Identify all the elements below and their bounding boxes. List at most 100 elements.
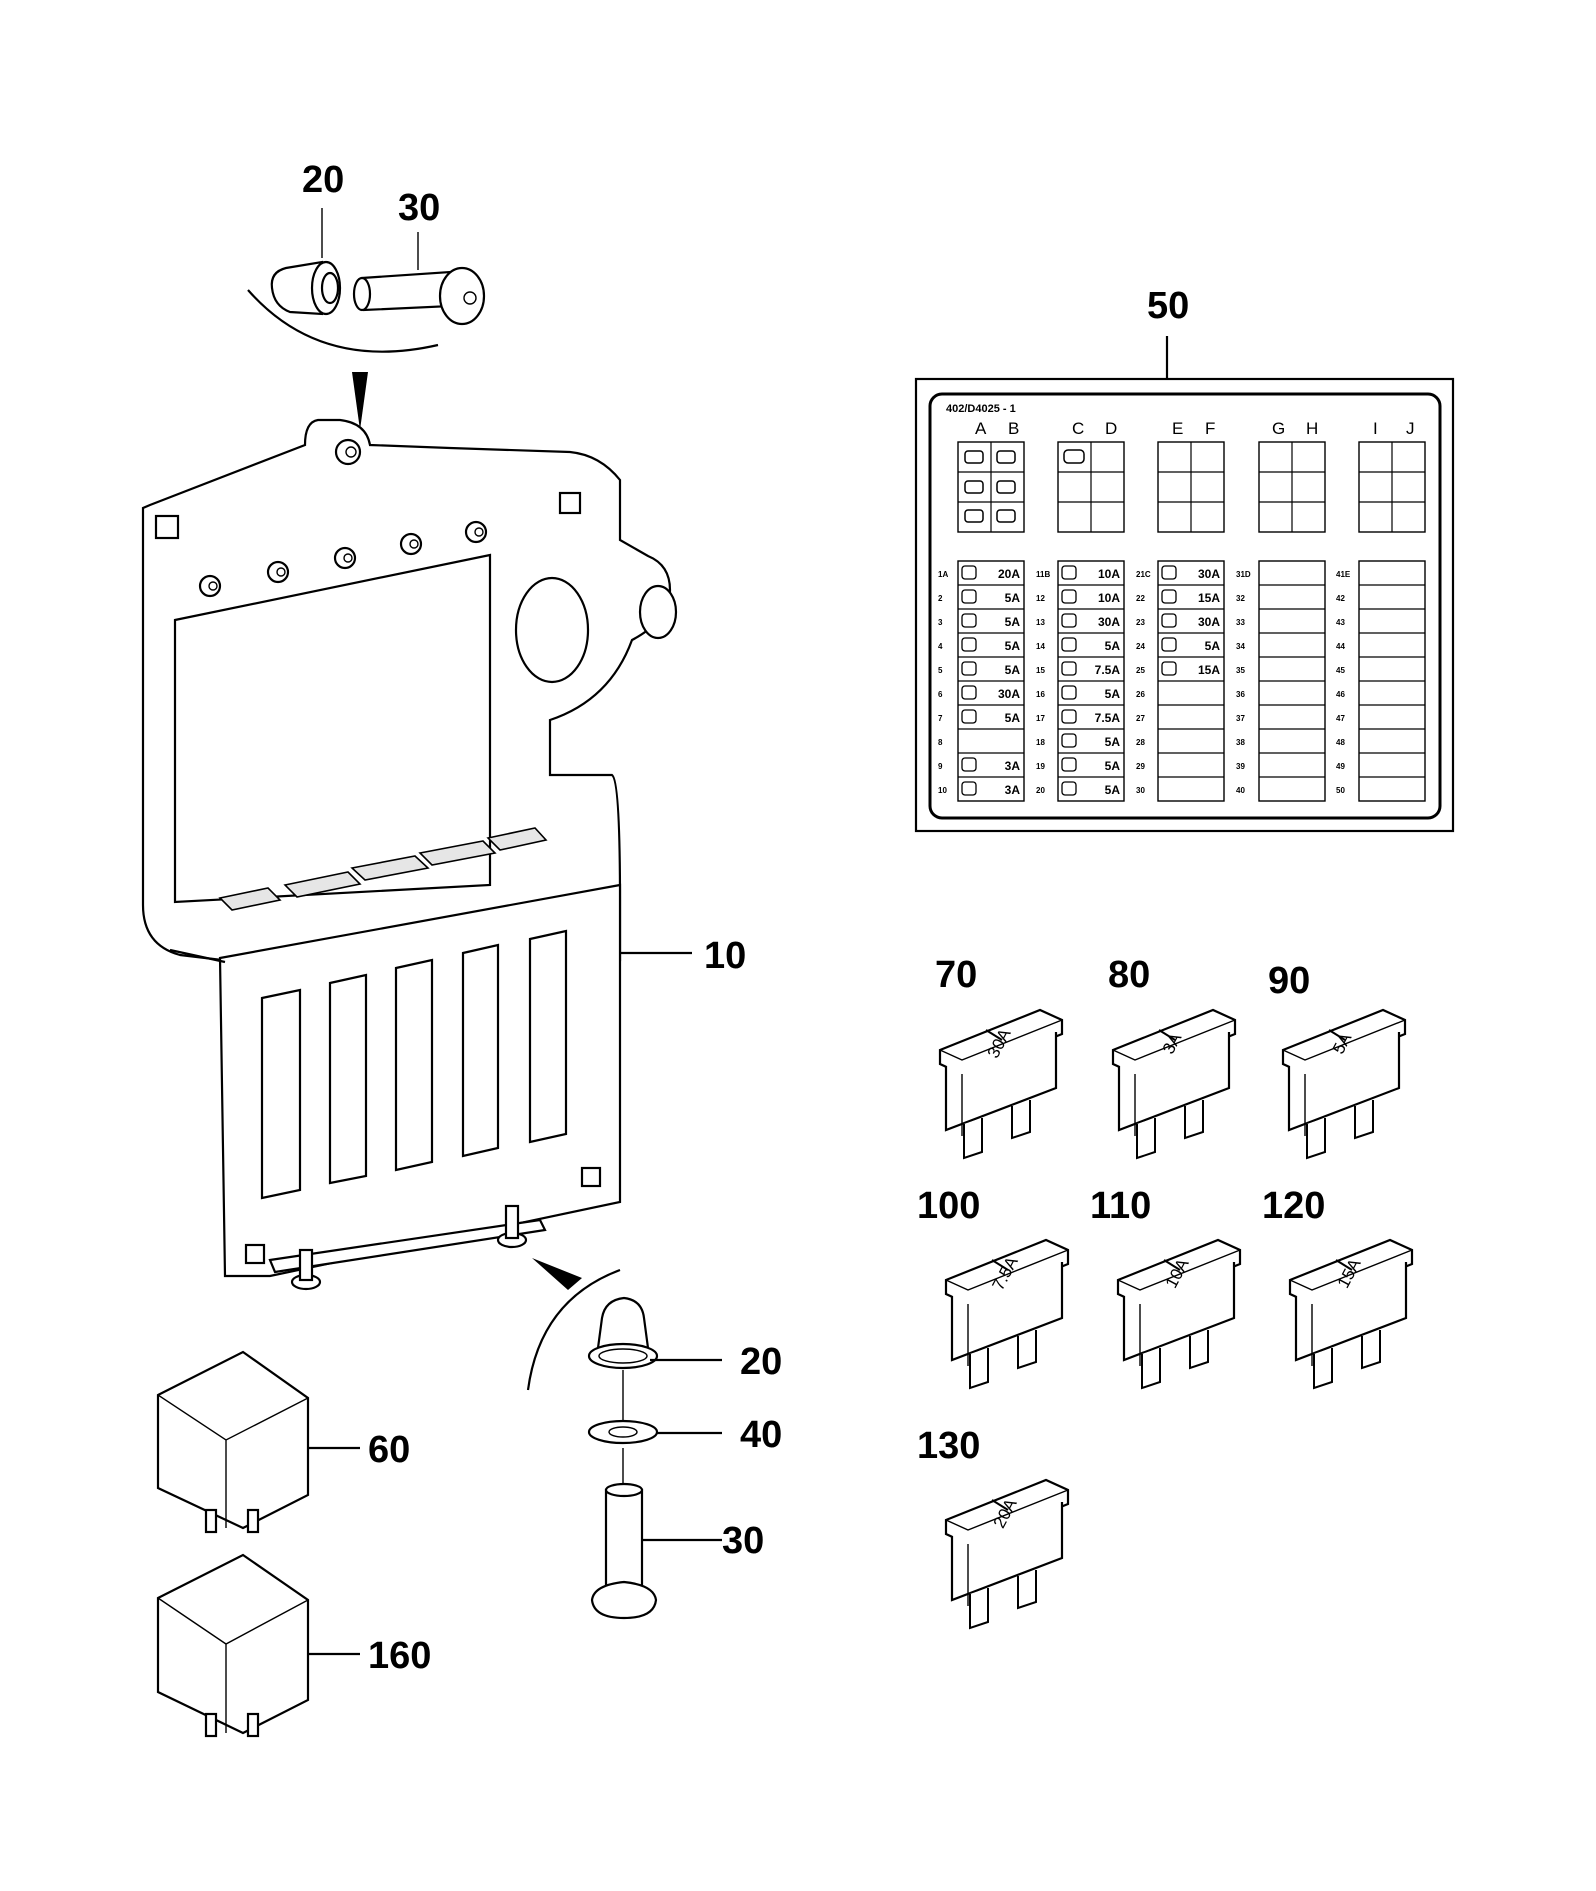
label-column-g: G bbox=[1272, 419, 1285, 438]
circuit-icon bbox=[1061, 709, 1077, 724]
bottom-screw-detail bbox=[526, 1258, 722, 1620]
fuse-rating: 7.5A bbox=[1095, 711, 1121, 725]
fuse-rating: 5A bbox=[1205, 639, 1221, 653]
fuse-slot-number: 47 bbox=[1336, 714, 1345, 723]
top-screw-detail bbox=[247, 208, 486, 430]
blade-fuse-90: 5A bbox=[1281, 1008, 1407, 1160]
fuse-slot-number: 46 bbox=[1336, 690, 1345, 699]
fuse-slot-number: 27 bbox=[1136, 714, 1145, 723]
blade-fuse-100: 7.5A bbox=[944, 1238, 1070, 1390]
blade-fuse-110: 10A bbox=[1116, 1238, 1242, 1390]
fuse-rating: 5A bbox=[1105, 639, 1121, 653]
label-column-b: B bbox=[1008, 419, 1019, 438]
circuit-icon bbox=[961, 685, 977, 700]
callout-90: 90 bbox=[1268, 960, 1310, 1002]
circuit-icon bbox=[1061, 661, 1077, 676]
circuit-icon bbox=[1061, 781, 1077, 796]
fuse-slot-number: 19 bbox=[1036, 762, 1045, 771]
circuit-icon bbox=[961, 565, 977, 580]
fuse-slot-number: 2 bbox=[938, 594, 943, 603]
circuit-icon bbox=[1061, 589, 1077, 604]
circuit-icon bbox=[961, 757, 977, 772]
fuse-slot-number: 14 bbox=[1036, 642, 1045, 651]
fuse-slots bbox=[260, 929, 568, 1200]
fuse-rating: 5A bbox=[1005, 663, 1021, 677]
fuse-slot-number: 21C bbox=[1136, 570, 1151, 579]
blade-fuses: 30A 3A 5A 7.5A 10A 15A 20A bbox=[938, 1008, 1414, 1630]
fuse-slot-number: 48 bbox=[1336, 738, 1345, 747]
fuse-slot-number: 10 bbox=[938, 786, 947, 795]
fuse-rating: 5A bbox=[1105, 783, 1121, 797]
fuse-rating: 10A bbox=[1098, 567, 1120, 581]
fuse-slot-number: 9 bbox=[938, 762, 943, 771]
blade-fuse-80: 3A bbox=[1111, 1008, 1237, 1160]
circuit-icon bbox=[1161, 637, 1177, 652]
fuse-slot-number: 39 bbox=[1236, 762, 1245, 771]
fuse-slot-number: 5 bbox=[938, 666, 943, 675]
fuse-slot-number: 12 bbox=[1036, 594, 1045, 603]
callout-110: 110 bbox=[1090, 1185, 1151, 1227]
fuse-rating: 3A bbox=[1005, 783, 1021, 797]
fuse-slot-number: 20 bbox=[1036, 786, 1045, 795]
grommet-bottom bbox=[587, 1296, 659, 1370]
relay-block bbox=[1057, 441, 1125, 533]
fuse-slot-number: 11B bbox=[1036, 570, 1050, 579]
fuse-slot-number: 36 bbox=[1236, 690, 1245, 699]
circuit-icon bbox=[1161, 613, 1177, 628]
callout-130: 130 bbox=[917, 1425, 980, 1467]
fuse-slot-number: 26 bbox=[1136, 690, 1145, 699]
circuit-icon bbox=[1061, 733, 1077, 748]
label-relay-grid bbox=[957, 441, 1426, 533]
label-column-f: F bbox=[1205, 419, 1215, 438]
fuse-slot-number: 23 bbox=[1136, 618, 1145, 627]
blade-fuse-130: 20A bbox=[944, 1478, 1070, 1630]
callout-120: 120 bbox=[1262, 1185, 1325, 1227]
fuse-rating: 20A bbox=[998, 567, 1020, 581]
callout-20-bottom: 20 bbox=[740, 1341, 782, 1383]
fuse-rating: 15A bbox=[1198, 591, 1220, 605]
callout-80: 80 bbox=[1108, 954, 1150, 996]
circuit-icon bbox=[961, 781, 977, 796]
relay-block bbox=[1258, 441, 1326, 533]
fuse-slot-number: 1A bbox=[938, 570, 948, 579]
fuse-rating: 30A bbox=[1198, 567, 1220, 581]
fuse-slot-number: 24 bbox=[1136, 642, 1145, 651]
fuse-rating: 5A bbox=[1005, 711, 1021, 725]
blade-fuse-120: 15A bbox=[1288, 1238, 1414, 1390]
pointer-arrow-2 bbox=[532, 1258, 582, 1290]
circuit-icon bbox=[1161, 565, 1177, 580]
fuse-slot-number: 40 bbox=[1236, 786, 1245, 795]
screw-bottom bbox=[590, 1482, 658, 1620]
fuse-slot-number: 38 bbox=[1236, 738, 1245, 747]
wiper-icon bbox=[964, 509, 984, 523]
fuse-rating: 5A bbox=[1105, 735, 1121, 749]
fuse-slot-number: 18 bbox=[1036, 738, 1045, 747]
fuse-slot-number: 4 bbox=[938, 642, 943, 651]
fuse-slot-number: 30 bbox=[1136, 786, 1145, 795]
fuse-slot-number: 49 bbox=[1336, 762, 1345, 771]
fuse-rating: 30A bbox=[1198, 615, 1220, 629]
circuit-icon bbox=[961, 661, 977, 676]
fuse-slot-number: 35 bbox=[1236, 666, 1245, 675]
horn-icon bbox=[1063, 449, 1085, 464]
fuse-slot-number: 25 bbox=[1136, 666, 1145, 675]
callout-50: 50 bbox=[1147, 285, 1189, 327]
bracket-bottom-screws bbox=[290, 1204, 528, 1291]
fuse-rating: 30A bbox=[1098, 615, 1120, 629]
fuse-slot-number: 33 bbox=[1236, 618, 1245, 627]
bracket-holes bbox=[198, 438, 488, 598]
blade-fuse-70: 30A bbox=[938, 1008, 1064, 1160]
label-column-d: D bbox=[1105, 419, 1117, 438]
fuse-slot-number: 17 bbox=[1036, 714, 1045, 723]
grommet-top bbox=[270, 260, 342, 316]
fuse-bracket bbox=[141, 418, 692, 1291]
wiper-icon bbox=[996, 480, 1016, 494]
callout-40: 40 bbox=[740, 1414, 782, 1456]
